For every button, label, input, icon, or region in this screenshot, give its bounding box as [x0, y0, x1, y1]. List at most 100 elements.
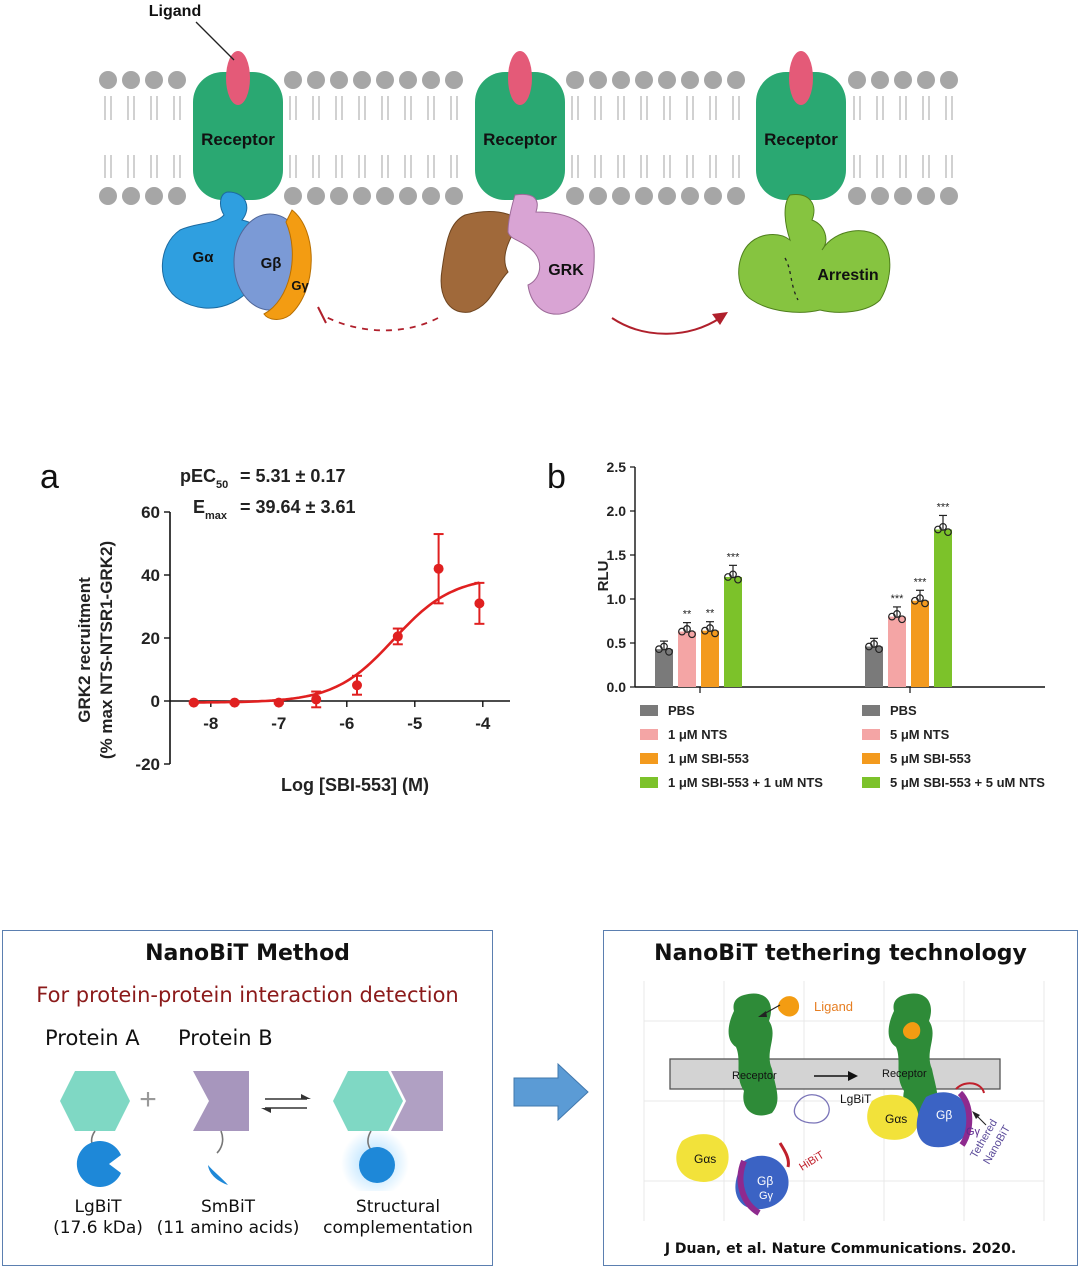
activation-arrow	[611, 317, 721, 335]
legend-label: 1 μM SBI-553	[668, 751, 749, 766]
lgbit-annotation: LgBiT	[840, 1092, 872, 1106]
tethered-ribbon	[955, 1082, 985, 1094]
lipid-head	[871, 187, 889, 205]
bar	[678, 631, 696, 687]
lipid-head	[940, 187, 958, 205]
smbit-label: SmBiT(11 amino acids)	[156, 1197, 300, 1238]
receptor-2-label: Receptor	[483, 130, 557, 149]
gbeta-right-label: Gβ	[936, 1108, 952, 1122]
rlu-bar-chart: b RLU 2.52.01.51.00.50.0 ***************…	[547, 458, 1045, 790]
lipid-head	[894, 71, 912, 89]
lipid-head	[612, 187, 630, 205]
legend-swatch	[640, 729, 658, 740]
lipid-head	[612, 71, 630, 89]
receptor-2: Receptor	[475, 72, 565, 200]
x-tick-label: -4	[475, 714, 491, 733]
data-point	[474, 598, 485, 609]
lipid-head	[376, 187, 394, 205]
lipid-head	[330, 71, 348, 89]
ligand-annotation: Ligand	[814, 999, 853, 1014]
replicate-point	[870, 639, 878, 648]
lipid-head	[566, 71, 584, 89]
inhibition-arrow	[321, 314, 439, 332]
ggamma-right-label: Gγ	[966, 1126, 981, 1138]
protein-a-label: Protein A	[45, 1026, 140, 1050]
protein-b-label: Protein B	[178, 1026, 273, 1050]
lipid-head	[704, 187, 722, 205]
complex-hexagon	[333, 1071, 403, 1131]
panel-a-ylabel-2: (% max NTS-NTSR1-GRK2)	[97, 541, 116, 759]
lipid-head	[727, 71, 745, 89]
receptor-left	[728, 993, 778, 1116]
replicate-point	[729, 570, 737, 579]
lipid-head	[635, 187, 653, 205]
lipid-head	[307, 71, 325, 89]
replicate-point	[875, 645, 883, 654]
lipid-head	[168, 71, 186, 89]
ligand-2	[508, 51, 532, 105]
gas-left-label: Gαs	[694, 1152, 716, 1166]
replicate-point	[734, 575, 742, 584]
lipid-head	[422, 71, 440, 89]
svg-text:= 5.31 ± 0.17: = 5.31 ± 0.17	[240, 466, 345, 486]
g-gamma-label: Gγ	[291, 278, 309, 293]
arrestin-label: Arrestin	[817, 267, 878, 284]
complex-chevron	[391, 1071, 443, 1131]
tethering-title: NanoBiT tethering technology	[654, 941, 1027, 966]
transition-arrow-icon	[513, 1062, 589, 1122]
receptor-annotation-left: Receptor	[732, 1070, 777, 1082]
lgbit-label: LgBiT(17.6 kDa)	[53, 1197, 143, 1238]
svg-text:= 39.64 ± 3.61: = 39.64 ± 3.61	[240, 497, 355, 517]
bar	[934, 529, 952, 687]
legend-swatch	[862, 777, 880, 788]
lipid-head	[99, 71, 117, 89]
dose-response-chart: a pEC50 = 5.31 ± 0.17 Emax = 39.64 ± 3.6…	[40, 458, 510, 795]
lipid-head	[566, 187, 584, 205]
g-alpha-label: Gα	[193, 249, 215, 266]
g-protein: Gα Gβ Gγ	[161, 191, 312, 320]
lipid-head	[145, 187, 163, 205]
replicate-point	[706, 624, 714, 632]
y-tick-label: 0.5	[607, 635, 627, 651]
pec50-annotation: pEC50 = 5.31 ± 0.17	[180, 466, 345, 491]
x-tick-label: -8	[203, 714, 218, 733]
receptor-3: Receptor	[756, 72, 846, 200]
bar	[701, 630, 719, 687]
lipid-head	[168, 187, 186, 205]
receptor-1-label: Receptor	[201, 130, 275, 149]
g-beta-label: Gβ	[261, 255, 282, 272]
legend-swatch	[862, 753, 880, 764]
lipid-bilayer	[99, 71, 958, 205]
lipid-head	[284, 71, 302, 89]
lipid-head	[658, 187, 676, 205]
legend-swatch	[640, 705, 658, 716]
bar	[865, 646, 883, 687]
panel-b-ylabel: RLU	[595, 561, 612, 592]
lipid-head	[353, 71, 371, 89]
panel-b-letter: b	[547, 458, 566, 496]
hibit-left	[778, 1142, 790, 1168]
lipid-head	[848, 187, 866, 205]
x-tick-label: -7	[271, 714, 286, 733]
gbeta-left-label: Gβ	[757, 1174, 773, 1188]
lipid-head	[145, 71, 163, 89]
significance-label: ***	[937, 501, 951, 513]
x-tick-label: -6	[339, 714, 354, 733]
legend-label: 5 μM SBI-553 + 5 uM NTS	[890, 775, 1045, 790]
lipid-head	[399, 187, 417, 205]
receptor-annotation-right: Receptor	[882, 1068, 927, 1080]
legend-swatch	[640, 777, 658, 788]
bar	[724, 577, 742, 687]
tethering-panel: NanoBiT tethering technology Ligand Rece…	[603, 930, 1078, 1266]
protein-a-hexagon	[60, 1071, 130, 1131]
ligand-blob-right	[902, 1022, 921, 1040]
receptor-right	[888, 993, 938, 1116]
legend-label: 1 μM SBI-553 + 1 uM NTS	[668, 775, 823, 790]
svg-text:Emax: Emax	[193, 497, 228, 522]
equilibrium-arrows-icon	[261, 1094, 311, 1113]
svg-text:pEC50: pEC50	[180, 466, 228, 491]
fit-curve	[193, 581, 480, 704]
gpcr-pathway-diagram: Receptor Receptor Receptor Ligand Gα Gβ …	[99, 3, 958, 335]
ggamma-left-label: Gγ	[759, 1190, 774, 1202]
y-tick-label: 20	[141, 629, 160, 648]
